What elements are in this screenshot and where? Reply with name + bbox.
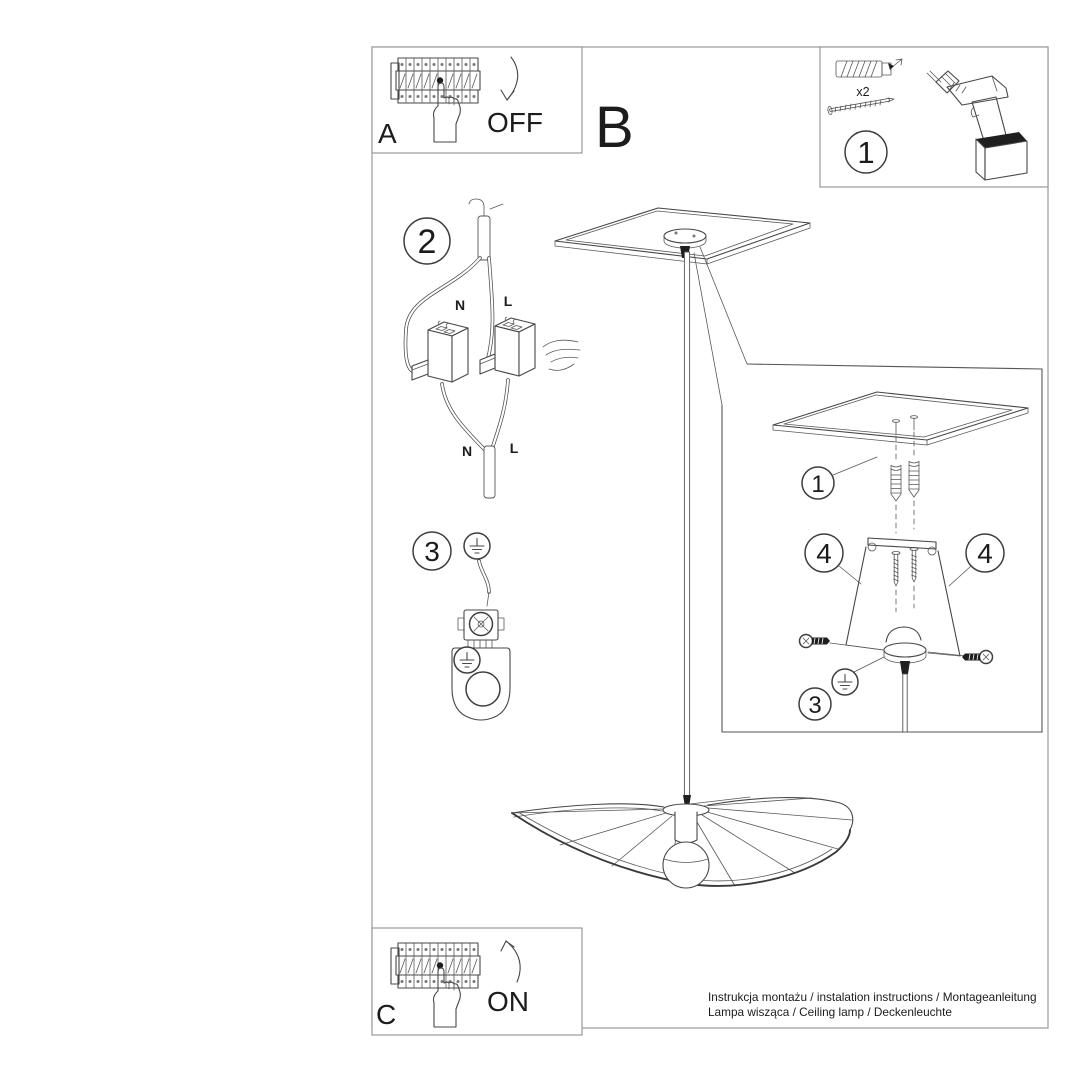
- screw-icon: [827, 97, 895, 116]
- detail-step4-left: 4: [804, 533, 862, 585]
- on-label: ON: [487, 986, 529, 1017]
- footer-text: Instrukcja montażu / instalation instruc…: [708, 990, 1037, 1019]
- step3-number: 3: [412, 531, 452, 571]
- off-label: OFF: [487, 107, 543, 138]
- detail-ceiling-panel: [772, 391, 1029, 446]
- svg-text:3: 3: [424, 536, 440, 567]
- fixing-screws-and-plugs: [890, 415, 920, 613]
- earth-bracket: [451, 646, 511, 721]
- lamp-socket: [674, 811, 698, 844]
- tools-step-number: 1: [844, 130, 888, 174]
- detail-step3-number: 3: [798, 687, 832, 721]
- wire-neutral-top: [403, 256, 482, 374]
- svg-text:1: 1: [857, 135, 874, 170]
- footer-line2: Lampa wisząca / Ceiling lamp / Deckenleu…: [708, 1005, 952, 1019]
- ground-symbol-icon: [463, 532, 491, 560]
- panel-c-power-on: ON C: [371, 927, 583, 1036]
- arrow-up-icon: [500, 940, 521, 983]
- detail-callout: 1 4: [721, 363, 1043, 733]
- arrow-down-icon: [500, 56, 519, 101]
- label-l-bottom: L: [510, 440, 519, 456]
- terminal-block-right: [479, 316, 536, 377]
- pendant-lamp: [511, 795, 854, 889]
- light-bulb: [662, 841, 710, 889]
- earth-wire: [477, 559, 491, 607]
- detail-step4-right: 4: [948, 533, 1005, 587]
- step2-number: 2: [403, 217, 451, 265]
- label-l-top: L: [504, 293, 513, 309]
- tools-panel: x2 1: [819, 46, 1049, 188]
- wire-neutral-bottom: [440, 382, 486, 451]
- side-screw-left: [798, 633, 885, 651]
- wall-plug-icon: [835, 58, 903, 78]
- detail-cable: [902, 673, 908, 733]
- detail-ground-symbol: [831, 656, 885, 696]
- ground-symbol-small-icon: [453, 646, 481, 674]
- panel-c-label: C: [376, 999, 396, 1030]
- label-n-bottom: N: [462, 443, 472, 459]
- svg-text:4: 4: [977, 538, 993, 569]
- wire-live-top: [485, 256, 495, 364]
- svg-text:3: 3: [808, 692, 821, 719]
- svg-text:4: 4: [816, 538, 832, 569]
- panel-a-label: A: [378, 118, 397, 149]
- main-view: [511, 207, 854, 889]
- terminal-block-left: [411, 320, 469, 383]
- step3-earth: 3: [412, 531, 511, 721]
- drill-icon: [926, 70, 1028, 181]
- cable-sleeve: [483, 445, 496, 499]
- suspension-cable: [683, 251, 691, 797]
- side-screw-right: [927, 649, 994, 665]
- detail-canopy: [883, 626, 927, 674]
- step2-wiring: 2: [403, 198, 581, 499]
- label-n-top: N: [455, 297, 465, 313]
- pressing-hand-icon: [542, 339, 581, 371]
- section-label-b: B: [595, 95, 634, 160]
- footer-line1: Instrukcja montażu / instalation instruc…: [708, 990, 1037, 1004]
- ceiling-hook-icon: [468, 198, 504, 261]
- svg-text:2: 2: [418, 223, 437, 261]
- wire-live-bottom: [490, 378, 510, 451]
- earth-terminal: [457, 609, 505, 649]
- screw-qty-label: x2: [856, 85, 869, 99]
- callout-leader-lines: [693, 246, 748, 406]
- svg-text:1: 1: [811, 471, 824, 498]
- panel-a-power-off: OFF A: [371, 46, 583, 154]
- detail-step1-number: 1: [801, 456, 878, 500]
